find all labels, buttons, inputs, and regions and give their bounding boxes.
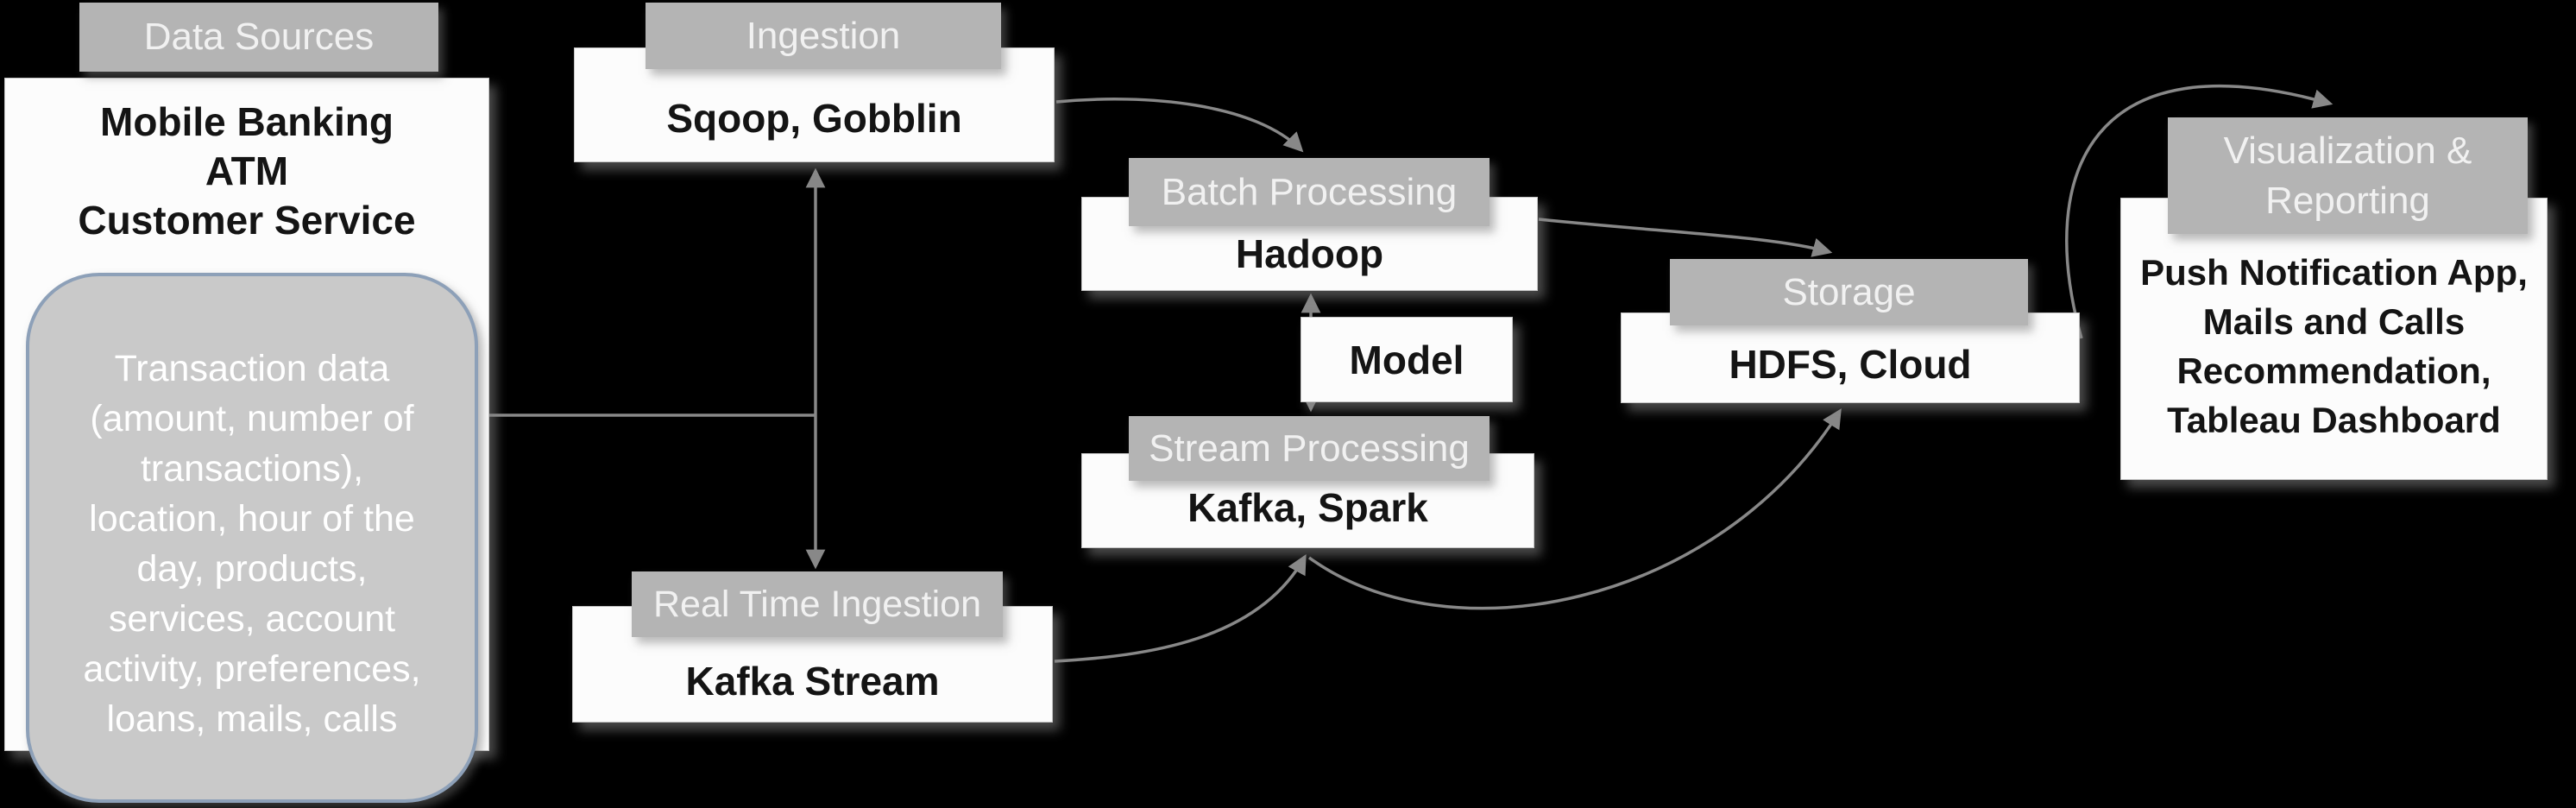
visualization-header: Visualization & Reporting [2168, 117, 2528, 234]
data-sources-header: Data Sources [79, 3, 438, 72]
arrow-storage-to-visualization [2065, 84, 2334, 339]
model-label: Model [1349, 337, 1464, 382]
real-time-ingestion-label: Kafka Stream [685, 658, 940, 704]
data-source-item-atm: ATM [205, 148, 289, 193]
real-time-ingestion-header: Real Time Ingestion [632, 571, 1003, 637]
model-box: Model [1301, 317, 1513, 402]
visualization-box: Push Notification App, Mails and Calls R… [2120, 198, 2548, 480]
data-source-item-mobile-banking: Mobile Banking [100, 99, 394, 144]
stream-processing-header: Stream Processing [1129, 416, 1490, 481]
stream-processing-label: Kafka, Spark [1187, 485, 1428, 530]
visualization-label: Push Notification App, Mails and Calls R… [2140, 251, 2528, 440]
data-sources-items: Mobile Banking ATM Customer Service [5, 79, 488, 245]
batch-processing-label: Hadoop [1235, 230, 1384, 276]
arrow-kafkastream-to-stream [1054, 554, 1307, 663]
arrow-batch-to-storage [1538, 218, 1833, 257]
storage-header: Storage [1670, 259, 2028, 325]
transaction-data-note: Transaction data (amount, number of tran… [26, 273, 478, 803]
data-source-item-customer-service: Customer Service [78, 198, 416, 243]
storage-label: HDFS, Cloud [1729, 341, 1972, 387]
arrow-ingestion-to-batch [1055, 98, 1304, 153]
arrow-stream-to-storage [1307, 408, 1842, 610]
ingestion-label: Sqoop, Gobblin [666, 95, 962, 141]
batch-processing-header: Batch Processing [1129, 158, 1490, 226]
storage-box: HDFS, Cloud [1621, 312, 2080, 403]
ingestion-header: Ingestion [646, 3, 1001, 69]
